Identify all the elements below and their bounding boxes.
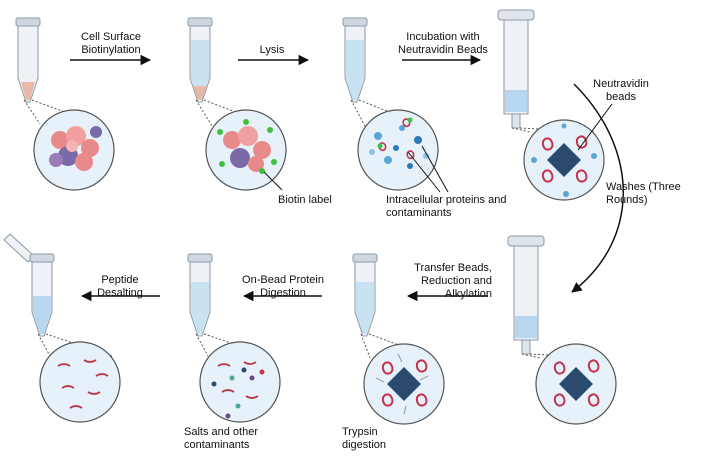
circle-trypsin	[363, 343, 445, 425]
step-6-label: On-Bead Protein Digestion	[242, 274, 324, 299]
column-2	[507, 235, 545, 355]
step-3-label: Incubation with Neutravidin Beads	[398, 31, 488, 56]
arrow-step-4	[571, 83, 624, 293]
neutravidin-label: Neutravidin beads	[593, 78, 649, 103]
tube-4	[352, 253, 378, 337]
step-arrows	[70, 54, 624, 302]
column-1	[497, 9, 535, 129]
salts-label: Salts and other contaminants	[184, 426, 258, 451]
circle-lysate	[357, 109, 439, 191]
tube-5	[187, 253, 213, 337]
tube-2	[187, 17, 213, 103]
circle-beads-1	[523, 119, 605, 201]
pointer-lines	[263, 103, 613, 193]
circle-salts	[199, 341, 281, 423]
circle-biotin	[205, 109, 287, 191]
intracellular-label: Intracellular proteins and contaminants	[386, 194, 507, 219]
trypsin-label: Trypsin digestion	[342, 426, 387, 451]
circle-peptides	[39, 341, 121, 423]
step-1-label: Cell Surface Biotinylation	[81, 31, 141, 56]
circle-cells	[33, 109, 115, 191]
circle-beads-2	[535, 343, 617, 425]
step-4-label: Washes (Three Rounds)	[606, 181, 681, 206]
step-2-label: Lysis	[259, 44, 285, 56]
step-7-label: Peptide Desalting	[97, 274, 143, 299]
biotin-label: Biotin label	[278, 194, 332, 206]
step-5-label: Transfer Beads, Reduction and Alkylation	[414, 262, 492, 300]
tube-6	[3, 233, 55, 337]
tube-1	[15, 17, 41, 103]
tube-3	[342, 17, 368, 103]
